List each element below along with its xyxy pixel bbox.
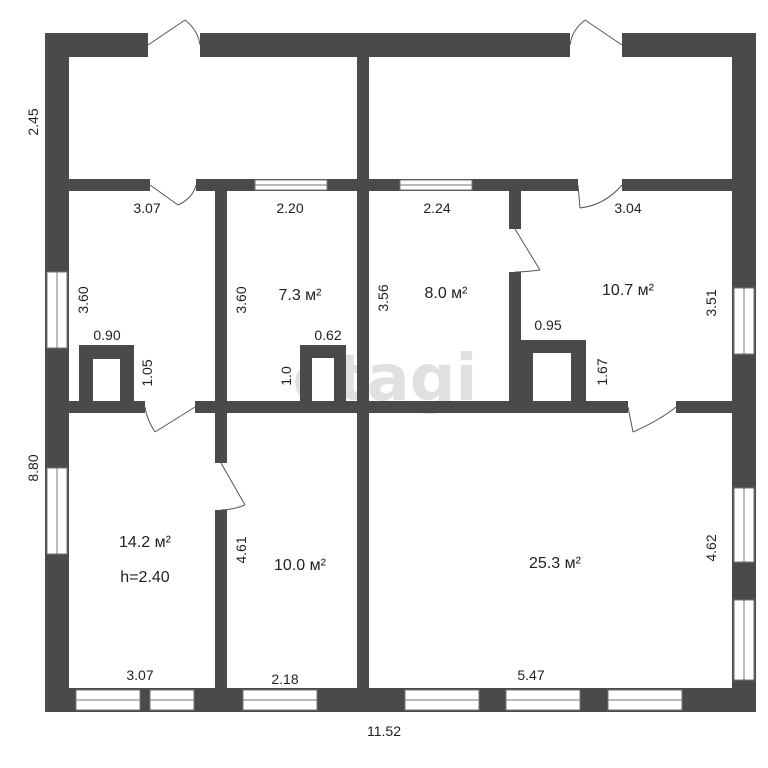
room-4-area: 10.7 м² [602,282,655,299]
interior-wall-right-a [509,191,521,229]
door-gap-room-1 [150,178,196,192]
room-6-width: 2.18 [271,671,298,687]
stove-3-height: 1.67 [594,358,610,385]
room-6-area: 10.0 м² [274,557,327,574]
stove-2-height: 1.0 [278,366,294,386]
windows [46,179,755,711]
room-5-width: 3.07 [126,667,153,683]
door-swing-top-right [569,19,623,46]
room-4-width: 3.04 [614,200,641,216]
door-gap-room-7 [628,400,676,414]
stove-1-cavity [93,359,120,401]
room-4-height: 3.51 [703,289,719,316]
door-gap-room-5 [145,400,195,414]
room-5-ceiling-height: h=2.40 [120,569,169,586]
room-1-height: 3.60 [75,286,91,313]
door-swing-room-4 [577,184,623,209]
room-7-area: 25.3 м² [529,555,582,572]
room-6-height: 4.61 [233,536,249,563]
stove-1-width: 0.90 [93,327,120,343]
outer-wall-right [732,33,756,712]
stove-3-cavity [533,353,571,401]
door-swing-room-3 [514,228,541,273]
room-2-width: 2.20 [276,200,303,216]
door-swing-room-6 [220,462,246,511]
room-2-area: 7.3 м² [278,287,322,304]
room-7-width: 5.47 [517,667,544,683]
door-swing-room-5 [144,406,196,433]
walls [45,33,756,712]
room-7-height: 4.62 [703,534,719,561]
interior-wall-left-upper [215,179,227,413]
interior-wall-center [357,33,369,712]
door-gap-top-left [148,32,200,58]
stove-2-cavity [312,358,334,401]
door-swings [144,19,677,511]
outer-wall-left [45,33,69,712]
room-5-area: 14.2 м² [119,534,172,551]
interior-wall-left-lower-a [215,413,227,463]
door-openings [145,32,676,414]
dim-overall-width: 11.52 [367,723,401,739]
door-gap-top-right [570,32,622,58]
room-3-area: 8.0 м² [424,285,468,302]
stoves [79,340,586,403]
dim-overall-height: 8.80 [25,454,41,481]
room-3-height: 3.56 [375,284,391,311]
door-gap-room-4 [578,178,622,192]
stove-3-width: 0.95 [534,317,561,333]
room-2-height: 3.60 [233,286,249,313]
dim-top-band-height: 2.45 [25,108,41,135]
room-1-width: 3.07 [133,200,160,216]
interior-wall-left-lower-b [215,510,227,712]
room-3-width: 2.24 [423,200,450,216]
stove-1-height: 1.05 [139,359,155,386]
door-swing-room-1 [149,184,197,206]
stove-2-width: 0.62 [314,327,341,343]
door-swing-top-left [147,19,201,46]
door-swing-room-7 [627,406,677,433]
